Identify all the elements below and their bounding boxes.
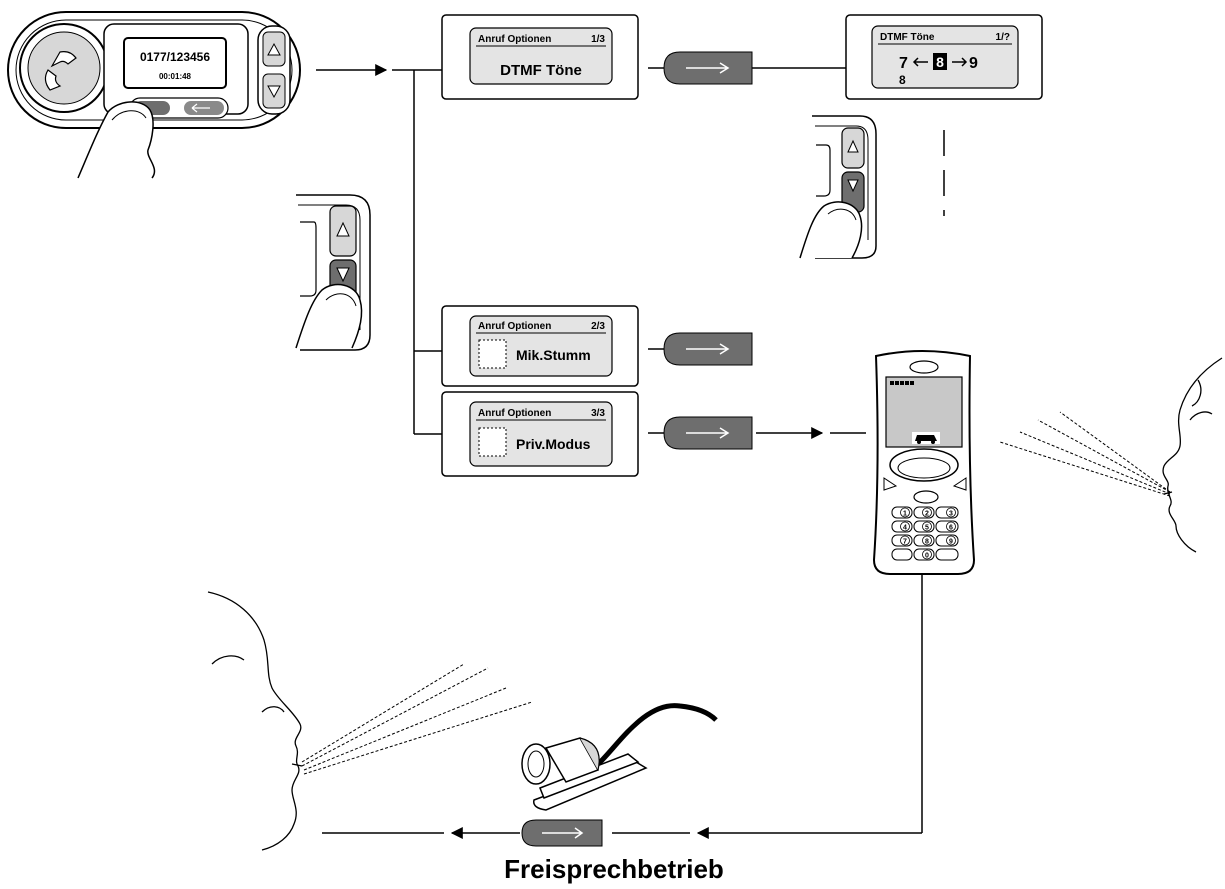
phone-key[interactable]: 1: [891, 506, 913, 519]
dtmf-counter: 1/?: [996, 32, 1010, 43]
svg-text:2: 2: [925, 511, 929, 518]
menu-label: DTMF Töne: [500, 62, 582, 79]
mobile-phone: 1 2 3 4 5: [872, 350, 976, 575]
voice-lines-left: [301, 663, 533, 775]
enter-button-2[interactable]: [663, 332, 753, 366]
phone-key[interactable]: 9: [935, 534, 959, 547]
svg-text:5: 5: [925, 525, 929, 532]
menu-label: Priv.Modus: [516, 436, 591, 452]
phone-key[interactable]: 0: [913, 548, 935, 561]
dtmf-prev-digit: 7: [899, 55, 908, 72]
connectors: [316, 64, 945, 839]
side-button-press-down: [295, 194, 371, 351]
menu-header: Anruf Optionen: [478, 408, 551, 419]
svg-text:6: 6: [949, 525, 953, 532]
phone-key[interactable]: 2: [913, 506, 935, 519]
caption-handsfree-mode: Freisprechbetrieb: [504, 854, 724, 884]
svg-text:3: 3: [949, 511, 953, 518]
dtmf-current-box: [933, 53, 947, 70]
svg-text:7: 7: [903, 539, 907, 546]
dtmf-screen: DTMF Töne 1/? 7 8 9 8: [845, 14, 1043, 100]
menu-counter: 3/3: [591, 408, 605, 419]
car-icon: [912, 432, 940, 444]
device-display-number: 0177/123456: [140, 50, 210, 64]
option-icon-placeholder: [478, 427, 507, 457]
enter-button-handsfree[interactable]: [521, 819, 603, 847]
menu-header: Anruf Optionen: [478, 34, 551, 45]
handset-icon[interactable]: [19, 23, 109, 113]
svg-text:4: 4: [903, 525, 907, 532]
caller-face-right: [1162, 357, 1223, 553]
enter-button-3[interactable]: [663, 416, 753, 450]
svg-text:8: 8: [925, 539, 929, 546]
svg-text:0: 0: [925, 553, 929, 560]
microphone: [521, 703, 718, 811]
menu-counter: 1/3: [591, 34, 605, 45]
phone-keypad: 1 2 3 4 5: [891, 506, 959, 561]
phone-key[interactable]: 3: [935, 506, 959, 519]
menu-header: Anruf Optionen: [478, 321, 551, 332]
dtmf-header: DTMF Töne: [880, 32, 935, 43]
device-display: [123, 37, 227, 89]
phone-key[interactable]: 7: [891, 534, 913, 547]
menu-label: Mik.Stumm: [516, 347, 591, 363]
dtmf-current-digit: 8: [936, 54, 944, 70]
listener-face-left: [207, 591, 303, 851]
device-display-time: 00:01:48: [159, 72, 192, 81]
svg-text:9: 9: [949, 539, 953, 546]
side-button-press-down-dtmf: [799, 115, 877, 259]
phone-key[interactable]: 4: [891, 520, 913, 533]
dtmf-entered: 8: [899, 73, 906, 87]
phone-key[interactable]: 8: [913, 534, 935, 547]
finger-press-enter: [77, 101, 156, 179]
phone-key[interactable]: 6: [935, 520, 959, 533]
voice-lines-right: [999, 411, 1171, 497]
dtmf-next-digit: 9: [969, 55, 978, 72]
signal-strength-icon: [890, 381, 914, 385]
menu-option-mute[interactable]: Anruf Optionen 2/3 Mik.Stumm: [441, 305, 639, 387]
svg-text:1: 1: [903, 511, 907, 518]
option-icon-placeholder: [478, 339, 507, 369]
phone-key[interactable]: 5: [913, 520, 935, 533]
menu-option-dtmf[interactable]: Anruf Optionen 1/3 DTMF Töne: [441, 14, 639, 100]
device-side-buttons: [257, 25, 291, 115]
menu-counter: 2/3: [591, 321, 605, 332]
menu-option-private[interactable]: Anruf Optionen 3/3 Priv.Modus: [441, 391, 639, 477]
handsfree-device: 0177/123456 00:01:48: [7, 11, 301, 179]
enter-button-1[interactable]: [663, 51, 753, 85]
